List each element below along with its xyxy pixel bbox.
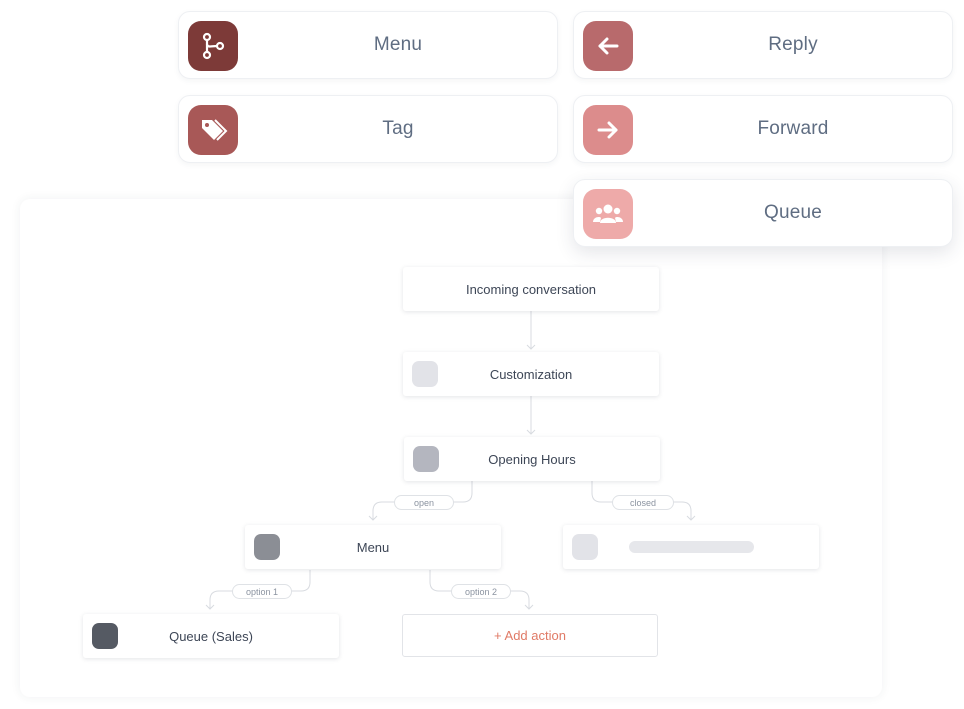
action-forward-label: Forward <box>757 118 829 139</box>
action-tag-label: Tag <box>382 118 414 139</box>
flow-node-customization[interactable]: Customization <box>403 352 659 396</box>
node-label: Menu <box>356 539 390 555</box>
users-icon <box>583 189 633 239</box>
arrow-left-icon <box>583 21 633 71</box>
node-label: Incoming conversation <box>465 281 597 297</box>
branch-label-closed: closed <box>612 495 674 510</box>
node-chip <box>572 534 598 560</box>
flow-node-queue-sales[interactable]: Queue (Sales) <box>83 614 339 658</box>
flow-node-incoming[interactable]: Incoming conversation <box>403 267 659 311</box>
tag-icon <box>188 105 238 155</box>
branch-label-option-2: option 2 <box>451 584 511 599</box>
placeholder-bar <box>629 541 754 553</box>
flow-node-closed-placeholder[interactable] <box>563 525 819 569</box>
branch-label-open: open <box>394 495 454 510</box>
action-reply-label: Reply <box>768 34 818 55</box>
node-label: Customization <box>489 366 573 382</box>
node-chip <box>92 623 118 649</box>
node-chip <box>413 446 439 472</box>
action-reply-card[interactable]: Reply <box>573 11 953 79</box>
node-chip <box>412 361 438 387</box>
action-menu-card[interactable]: Menu <box>178 11 558 79</box>
action-tag-card[interactable]: Tag <box>178 95 558 163</box>
node-chip <box>254 534 280 560</box>
arrow-right-icon <box>583 105 633 155</box>
action-menu-label: Menu <box>373 34 423 55</box>
action-queue-card[interactable]: Queue <box>573 179 953 247</box>
action-forward-card[interactable]: Forward <box>573 95 953 163</box>
branch-icon <box>188 21 238 71</box>
branch-label-option-1: option 1 <box>232 584 292 599</box>
action-queue-label: Queue <box>763 202 823 223</box>
add-action-button[interactable]: + Add action <box>402 614 658 657</box>
flow-node-menu[interactable]: Menu <box>245 525 501 569</box>
node-label: Queue (Sales) <box>169 628 253 644</box>
node-label: Opening Hours <box>488 451 576 467</box>
flow-node-opening-hours[interactable]: Opening Hours <box>404 437 660 481</box>
